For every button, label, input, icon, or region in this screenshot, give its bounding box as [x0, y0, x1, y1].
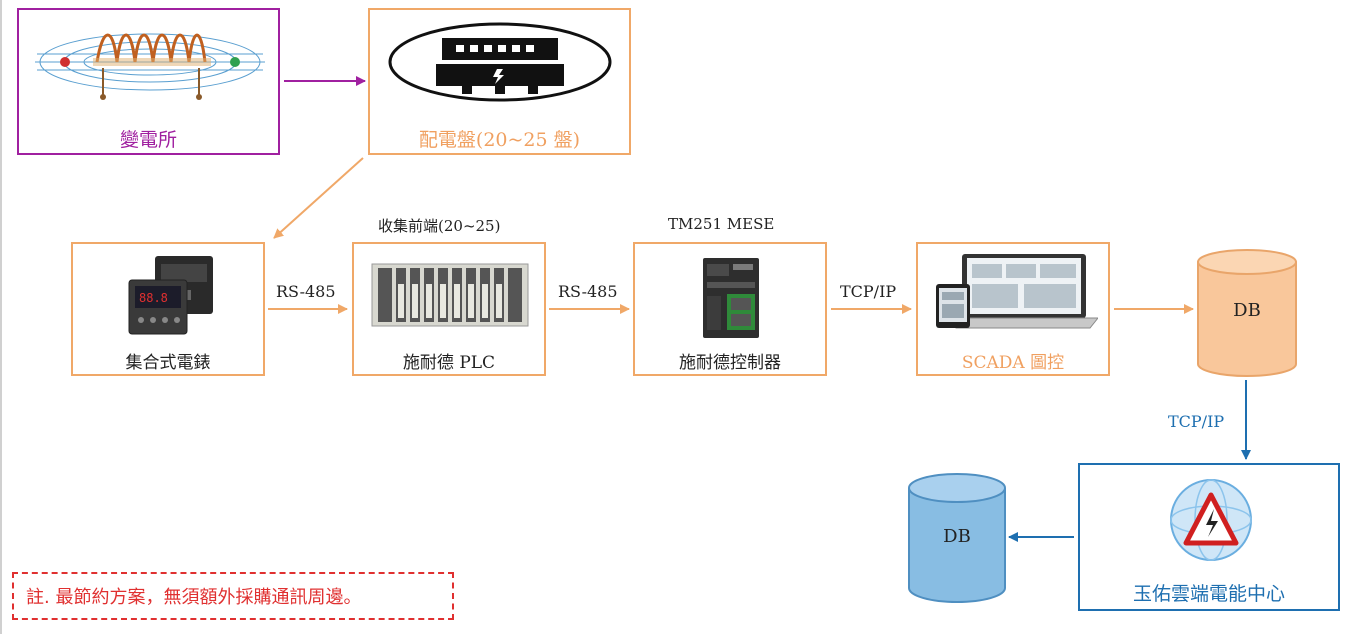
node-plc: 施耐德 PLC [352, 242, 546, 376]
note-box: 註. 最節約方案，無須額外採購通訊周邊。 [12, 572, 454, 620]
node-cloud-center: 玉佑雲端電能中心 [1078, 463, 1340, 611]
db-main-cylinder [1197, 249, 1297, 377]
controller-caption: TM251 MESE [668, 215, 775, 233]
laptop-scada-icon [936, 254, 1098, 329]
coil-magnet-icon [35, 33, 265, 100]
db-main-label: DB [1233, 300, 1261, 321]
cloud-center-label: 玉佑雲端電能中心 [1132, 583, 1285, 605]
controller-label: 施耐德控制器 [679, 353, 781, 373]
distribution-panel-icon [388, 22, 612, 102]
edge-label-db-cloud: TCP/IP [1168, 412, 1225, 431]
edge-label-plc-controller: RS-485 [558, 282, 618, 301]
globe-warning-icon [1170, 479, 1252, 561]
plc-label: 施耐德 PLC [402, 353, 496, 373]
edge-label-controller-scada: TCP/IP [840, 282, 897, 301]
power-meter-icon: 88.8 [128, 256, 213, 335]
distribution-panel-label: 配電盤(20~25 盤) [418, 129, 581, 151]
node-controller: 施耐德控制器 [633, 242, 827, 376]
arrow-panel-to-meter [273, 157, 364, 239]
plc-caption: 收集前端(20~25) [378, 217, 501, 235]
edge-label-meter-plc: RS-485 [276, 282, 336, 301]
multi-meter-label: 集合式電錶 [125, 353, 211, 373]
controller-module-icon [703, 258, 759, 338]
plc-rack-icon [371, 263, 529, 327]
note-text: 註. 最節約方案，無須額外採購通訊周邊。 [26, 587, 362, 608]
scada-label: SCADA 圖控 [961, 353, 1065, 373]
node-scada: SCADA 圖控 [916, 242, 1110, 376]
node-multi-meter: 88.8 集合式電錶 [71, 242, 265, 376]
page-left-border [0, 0, 2, 634]
node-substation: 變電所 [17, 8, 280, 155]
db-cloud-label: DB [943, 526, 971, 547]
db-cloud-cylinder [908, 473, 1006, 603]
substation-label: 變電所 [119, 129, 177, 151]
svg-text:88.8: 88.8 [139, 291, 168, 305]
node-distribution-panel: 配電盤(20~25 盤) [368, 8, 631, 155]
